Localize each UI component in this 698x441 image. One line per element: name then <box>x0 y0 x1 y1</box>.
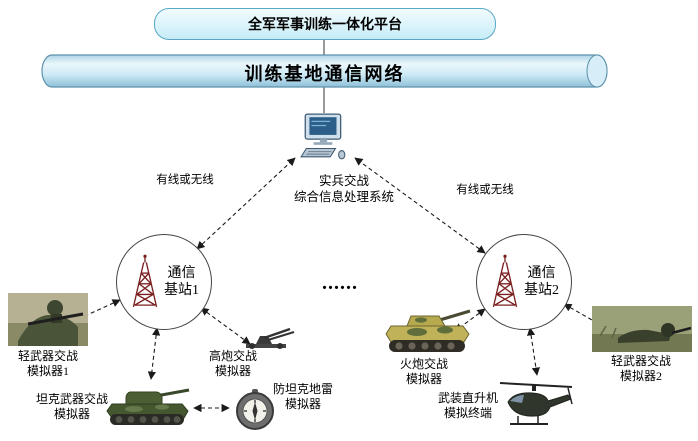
prone-soldier-icon <box>592 306 692 352</box>
processing-system-label: 实兵交战 综合信息处理系统 <box>293 174 394 204</box>
base-station-2-label: 通信 基站2 <box>524 266 559 298</box>
link-label-left: 有线或无线 <box>156 174 214 186</box>
radio-tower-icon <box>132 254 158 308</box>
label-helicopter-terminal: 武装直升机 模拟终端 <box>437 391 498 420</box>
artillery-sim-photo <box>383 306 471 354</box>
base-station-2: 通信 基站2 <box>476 234 572 330</box>
platform-box: 全军军事训练一体化平台 <box>154 8 496 40</box>
light-weapon-sim-2-photo <box>592 306 692 352</box>
label-aa-gun-sim: 高炮交战 模拟器 <box>208 349 257 378</box>
helicopter-sim-photo <box>496 376 576 431</box>
link-label-right: 有线或无线 <box>456 184 514 196</box>
tank-icon <box>106 388 190 425</box>
soldier-icon <box>8 293 88 346</box>
radio-tower-icon <box>492 254 518 308</box>
self-propelled-gun-icon <box>385 309 471 352</box>
label-tank-sim: 坦克武器交战 模拟器 <box>35 392 108 421</box>
processing-system-node <box>299 112 349 162</box>
attack-helicopter-icon <box>499 382 573 425</box>
ellipsis-more-stations: ...... <box>322 272 358 294</box>
label-mine-sim: 防坦克地雷 模拟器 <box>272 382 333 411</box>
label-light-weapon-sim-2: 轻武器交战 模拟器2 <box>610 354 671 383</box>
label-light-weapon-sim-1: 轻武器交战 模拟器1 <box>17 349 78 378</box>
light-weapon-sim-1-photo <box>8 293 88 346</box>
platform-title: 全军军事训练一体化平台 <box>248 18 402 33</box>
aa-gun-sim-photo <box>242 327 296 350</box>
mine-dial-icon <box>236 389 274 430</box>
base-station-1-label: 通信 基站1 <box>164 266 199 298</box>
mine-sim-photo <box>232 388 278 431</box>
base-station-1: 通信 基站1 <box>116 234 212 330</box>
computer-icon <box>300 113 346 160</box>
anti-aircraft-gun-icon <box>246 327 295 349</box>
network-title: 训练基地通信网络 <box>244 64 405 84</box>
label-artillery-sim: 火炮交战 模拟器 <box>399 357 448 386</box>
tank-sim-photo <box>104 382 190 427</box>
